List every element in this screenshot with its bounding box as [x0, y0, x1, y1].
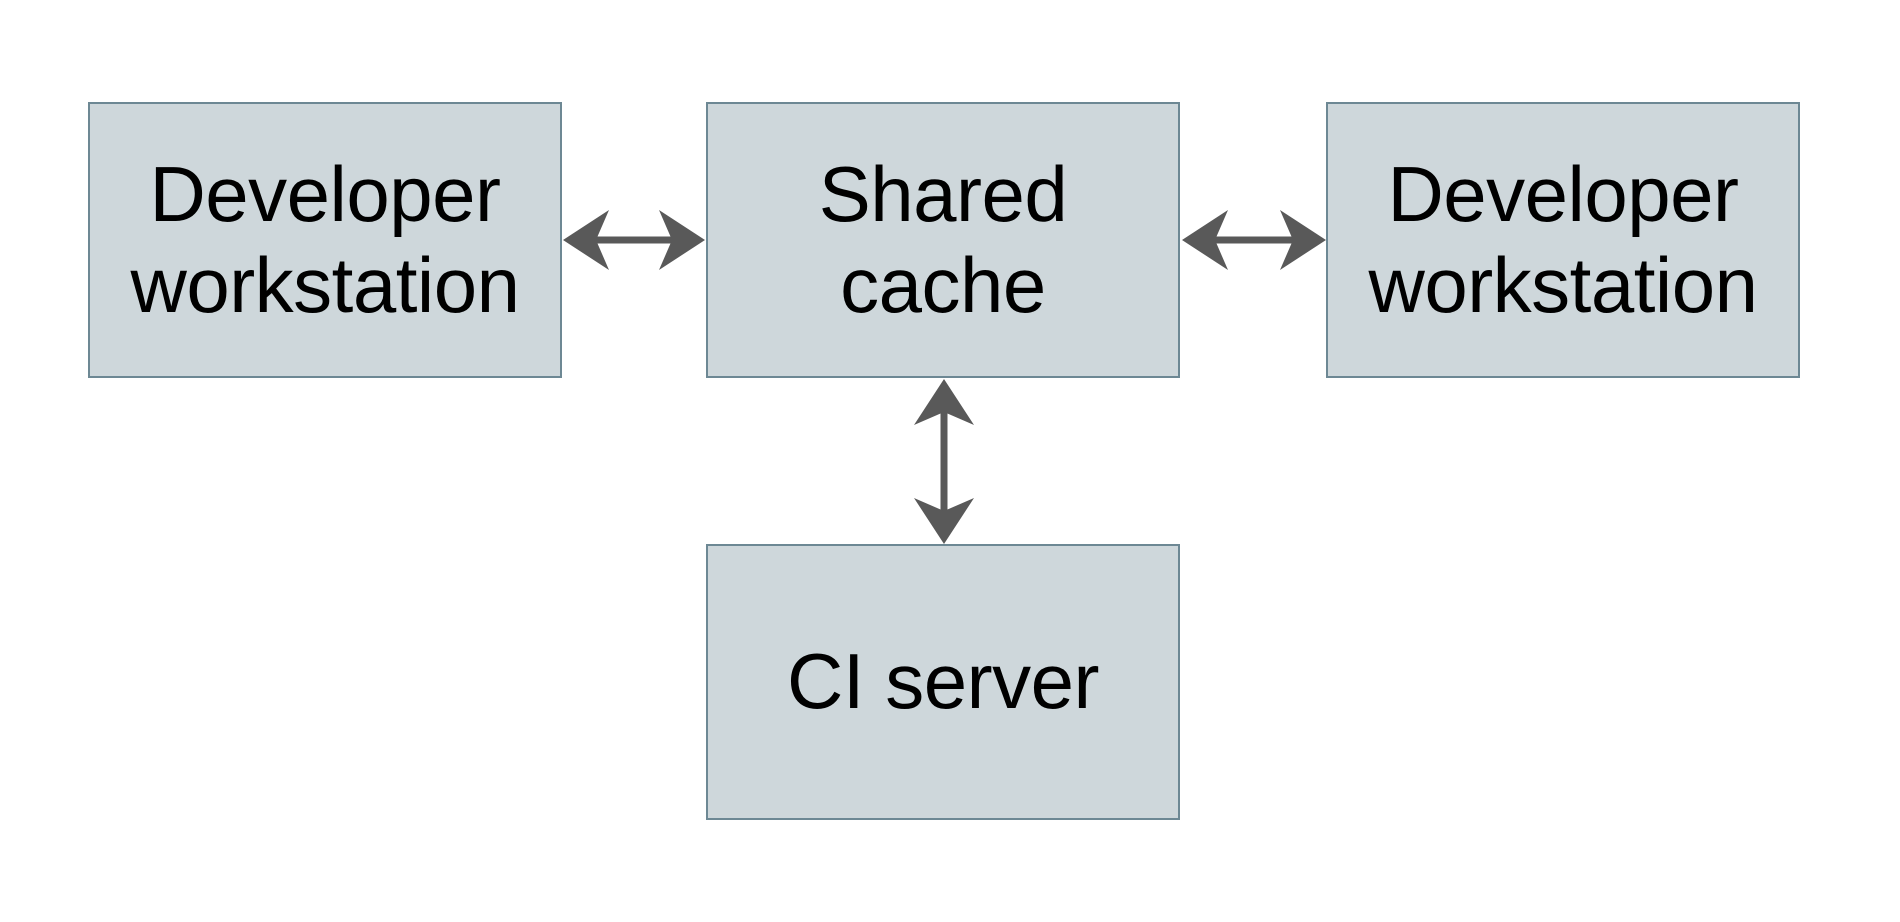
- node-label: CI server: [787, 637, 1099, 726]
- node-developer-workstation-left[interactable]: Developer workstation: [88, 102, 562, 378]
- node-developer-workstation-right[interactable]: Developer workstation: [1326, 102, 1800, 378]
- node-label: Shared cache: [818, 149, 1068, 329]
- connector-ci-cache: [914, 379, 974, 544]
- node-ci-server[interactable]: CI server: [706, 544, 1180, 820]
- node-shared-cache[interactable]: Shared cache: [706, 102, 1180, 378]
- connector-cache-dev-right: [1182, 210, 1326, 270]
- node-label: Developer workstation: [1368, 149, 1759, 329]
- connector-dev-left-cache: [563, 210, 705, 270]
- node-label: Developer workstation: [130, 149, 521, 329]
